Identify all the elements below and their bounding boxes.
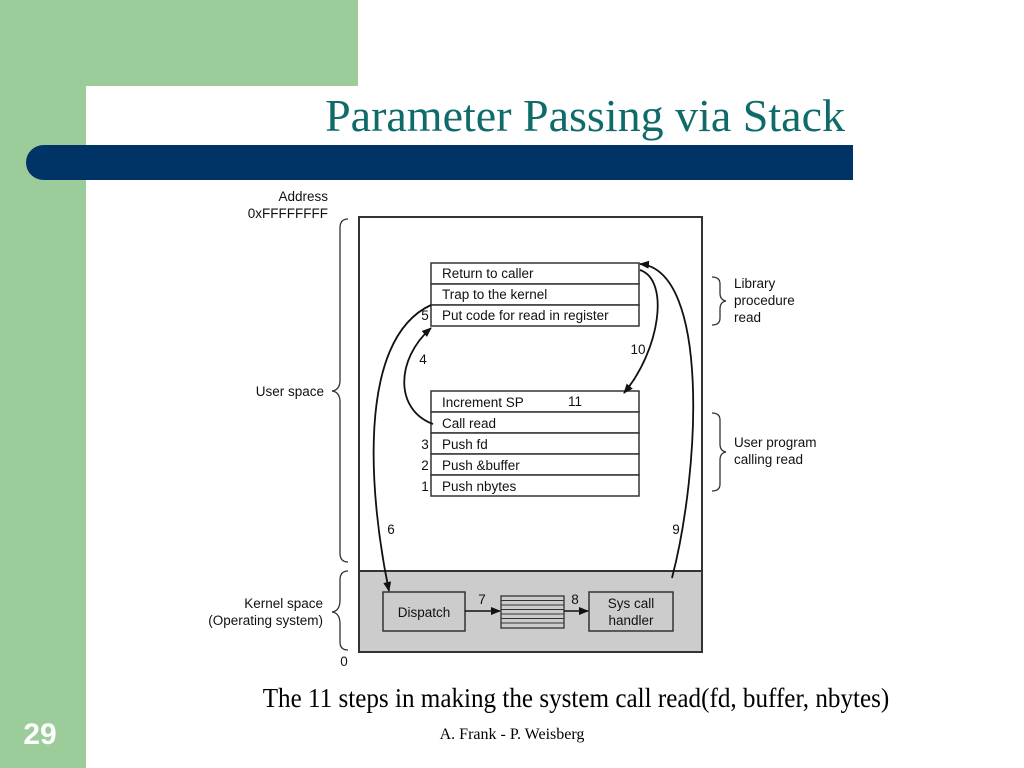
title-underline-bar: [26, 145, 853, 180]
operating-system-label: (Operating system): [208, 613, 323, 628]
step-7-label: 7: [478, 592, 486, 607]
author-footer: A. Frank - P. Weisberg: [439, 726, 585, 743]
library-group-label-1: Library: [734, 276, 776, 291]
step-1-label: 1: [421, 479, 429, 494]
sys-call-handler-box: [588, 591, 674, 632]
user-program-stack: Increment SP Call read Push fd Push &buf…: [430, 390, 640, 497]
dispatch-box: [382, 591, 466, 632]
user-program-label-1: User program: [734, 435, 817, 450]
figure-caption: The 11 steps in making the system call r…: [262, 683, 890, 713]
top-green-band: [0, 0, 358, 86]
dispatch-label: Dispatch: [398, 605, 451, 620]
step-3-label: 3: [421, 437, 429, 452]
step-10-label: 10: [630, 342, 645, 357]
increment-sp-label: Increment SP: [442, 395, 524, 410]
step-11-label: 11: [568, 394, 582, 409]
step-4-arrow: [403, 327, 434, 425]
stack-row: [430, 304, 640, 327]
push-nbytes-label: Push nbytes: [442, 479, 517, 494]
put-code-label: Put code for read in register: [442, 308, 609, 323]
user-space-label: User space: [256, 384, 324, 399]
step-5-label: 5: [421, 308, 429, 323]
kernel-space-label: Kernel space: [244, 596, 323, 611]
step-6-arrow: [372, 304, 432, 592]
library-procedure-brace: [711, 276, 727, 326]
step-8-label: 8: [571, 592, 579, 607]
stack-row: [430, 474, 640, 497]
kernel-space-brace: [331, 570, 349, 651]
library-group-label-3: read: [734, 310, 761, 325]
return-to-caller-label: Return to caller: [442, 266, 534, 281]
address-low-label: 0: [340, 654, 348, 669]
slide-title: Parameter Passing via Stack: [325, 90, 845, 141]
call-read-label: Call read: [442, 416, 496, 431]
step-9-arrow: [639, 260, 695, 579]
sys-call-handler-label-2: handler: [608, 613, 654, 628]
syscall-table-icon: [500, 595, 565, 629]
step-2-label: 2: [421, 458, 429, 473]
trap-to-kernel-label: Trap to the kernel: [442, 287, 547, 302]
page-number: 29: [23, 718, 57, 751]
push-fd-label: Push fd: [442, 437, 488, 452]
step-10-arrow: [623, 269, 659, 394]
address-label: Address: [278, 189, 328, 204]
step-6-label: 6: [387, 522, 395, 537]
user-program-label-2: calling read: [734, 452, 803, 467]
user-space-brace: [331, 218, 349, 563]
step-9-label: 9: [672, 522, 680, 537]
sys-call-handler-label-1: Sys call: [608, 596, 655, 611]
step-4-label: 4: [419, 352, 427, 367]
sidebar-green-band: [0, 0, 86, 768]
push-buffer-label: Push &buffer: [442, 458, 520, 473]
library-group-label-2: procedure: [734, 293, 795, 308]
user-program-brace: [711, 412, 727, 492]
library-procedure-stack: Return to caller Trap to the kernel Put …: [430, 262, 640, 327]
address-high-label: 0xFFFFFFFF: [248, 206, 328, 221]
